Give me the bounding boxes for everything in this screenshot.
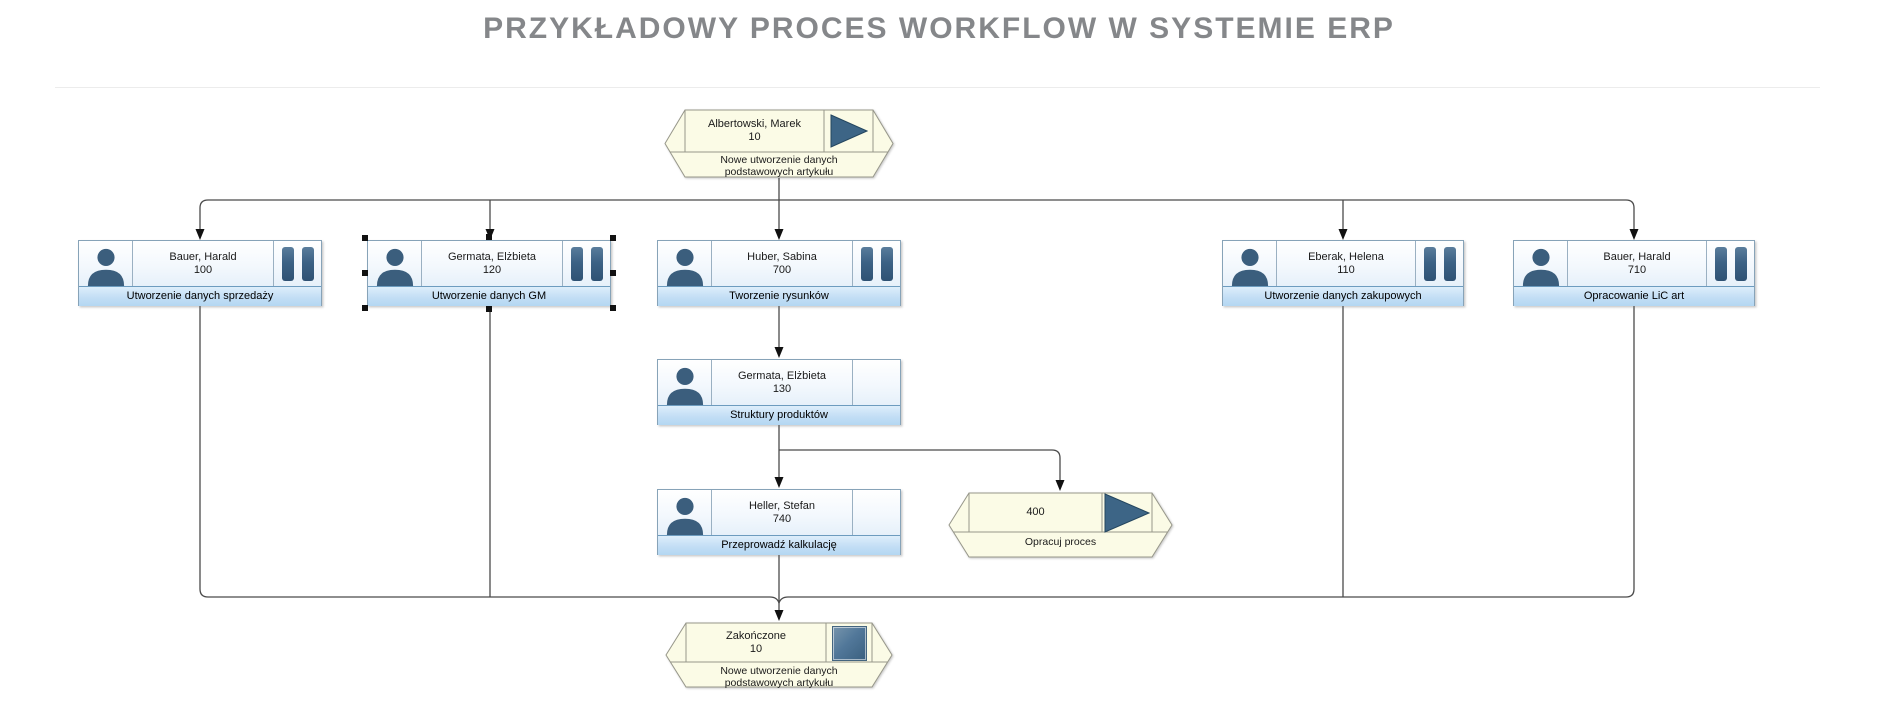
task-label: Utworzenie danych sprzedaży — [79, 286, 321, 306]
selection-handle[interactable] — [610, 270, 616, 276]
pause-icon — [562, 241, 610, 286]
assignee-name: Huber, Sabina — [747, 250, 817, 263]
start-node-label: Nowe utworzenie danych podstawowych arty… — [720, 154, 838, 178]
task-header: Bauer, Harald 100 — [79, 241, 321, 286]
task-header: Bauer, Harald 710 — [1514, 241, 1754, 286]
task-assignee: Bauer, Harald 100 — [133, 241, 273, 286]
assignee-name: Germata, Elżbieta — [737, 369, 827, 382]
task-header: Germata, Elżbieta 120 — [368, 241, 610, 286]
assignee-name: Eberak, Helena — [1308, 250, 1384, 263]
task-number: 130 — [772, 382, 792, 395]
task-header: Huber, Sabina 700 — [658, 241, 900, 286]
task-assignee: Huber, Sabina 700 — [712, 241, 852, 286]
task-header: Heller, Stefan 740 — [658, 490, 900, 535]
task-number: 740 — [772, 512, 792, 525]
selection-handle[interactable] — [610, 235, 616, 241]
node-number: 400 — [1026, 506, 1045, 518]
person-icon — [1514, 241, 1568, 286]
person-icon — [658, 360, 712, 405]
selection-handle[interactable] — [610, 305, 616, 311]
task-label: Opracowanie LiC art — [1514, 286, 1754, 306]
selection-handle[interactable] — [486, 306, 492, 312]
pause-icon — [273, 241, 321, 286]
pause-icon — [1706, 241, 1754, 286]
stop-icon — [826, 624, 872, 662]
task-number: 100 — [193, 263, 213, 276]
person-icon — [79, 241, 133, 286]
task-node-740[interactable]: Heller, Stefan 740 Przeprowadź kalkulacj… — [657, 489, 901, 555]
selection-handle[interactable] — [362, 270, 368, 276]
person-icon — [1223, 241, 1277, 286]
task-label: Przeprowadź kalkulację — [658, 535, 900, 555]
task-header: Germata, Elżbieta 130 — [658, 360, 900, 405]
status-name: Zakończone — [726, 629, 786, 642]
start-node[interactable]: Albertowski, Marek 10 Nowe utworzenie da… — [664, 109, 894, 178]
title-divider — [55, 87, 1820, 88]
play-icon — [824, 110, 873, 152]
process-node-label: Opracuj proces — [1024, 536, 1097, 548]
task-assignee: Heller, Stefan 740 — [712, 490, 852, 535]
assignee-name: Bauer, Harald — [1603, 250, 1671, 263]
task-number: 710 — [1627, 263, 1647, 276]
selection-handle[interactable] — [362, 235, 368, 241]
assignee-name: Bauer, Harald — [169, 250, 237, 263]
process-node-400[interactable]: 400 Opracuj proces — [948, 492, 1173, 558]
task-header: Eberak, Helena 110 — [1223, 241, 1463, 286]
status-cell-empty — [852, 360, 900, 405]
process-node-header: 400 — [969, 493, 1102, 532]
node-number: 10 — [749, 642, 763, 655]
actor-name: Albertowski, Marek — [708, 118, 801, 130]
node-number: 10 — [748, 131, 761, 143]
start-node-header: Albertowski, Marek 10 — [685, 110, 824, 152]
task-assignee: Eberak, Helena 110 — [1277, 241, 1415, 286]
assignee-name: Heller, Stefan — [748, 499, 816, 512]
status-cell-empty — [852, 490, 900, 535]
task-node-710[interactable]: Bauer, Harald 710 Opracowanie LiC art — [1513, 240, 1755, 306]
task-assignee: Bauer, Harald 710 — [1568, 241, 1706, 286]
end-node-label: Nowe utworzenie danych podstawowych arty… — [720, 665, 838, 689]
pause-icon — [1415, 241, 1463, 286]
assignee-name: Germata, Elżbieta — [447, 250, 537, 263]
play-icon — [1102, 492, 1152, 533]
task-label: Utworzenie danych zakupowych — [1223, 286, 1463, 306]
task-number: 700 — [772, 263, 792, 276]
task-node-130[interactable]: Germata, Elżbieta 130 Struktury produktó… — [657, 359, 901, 425]
task-number: 120 — [482, 263, 502, 276]
task-node-100[interactable]: Bauer, Harald 100 Utworzenie danych sprz… — [78, 240, 322, 306]
task-number: 110 — [1337, 263, 1355, 276]
task-label: Struktury produktów — [658, 405, 900, 425]
person-icon — [658, 241, 712, 286]
person-icon — [658, 490, 712, 535]
task-assignee: Germata, Elżbieta 120 — [422, 241, 562, 286]
page-title: PRZYKŁADOWY PROCES WORKFLOW W SYSTEMIE E… — [483, 12, 1395, 45]
task-label: Tworzenie rysunków — [658, 286, 900, 306]
person-icon — [368, 241, 422, 286]
task-label: Utworzenie danych GM — [368, 286, 610, 306]
task-node-700[interactable]: Huber, Sabina 700 Tworzenie rysunków — [657, 240, 901, 306]
selection-handle[interactable] — [362, 305, 368, 311]
end-node[interactable]: Zakończone 10 Nowe utworzenie danych pod… — [665, 622, 893, 688]
task-assignee: Germata, Elżbieta 130 — [712, 360, 852, 405]
pause-icon — [852, 241, 900, 286]
selection-handle[interactable] — [486, 234, 492, 240]
task-node-120[interactable]: Germata, Elżbieta 120 Utworzenie danych … — [362, 234, 616, 312]
task-node-110[interactable]: Eberak, Helena 110 Utworzenie danych zak… — [1222, 240, 1464, 306]
end-node-header: Zakończone 10 — [686, 623, 826, 662]
